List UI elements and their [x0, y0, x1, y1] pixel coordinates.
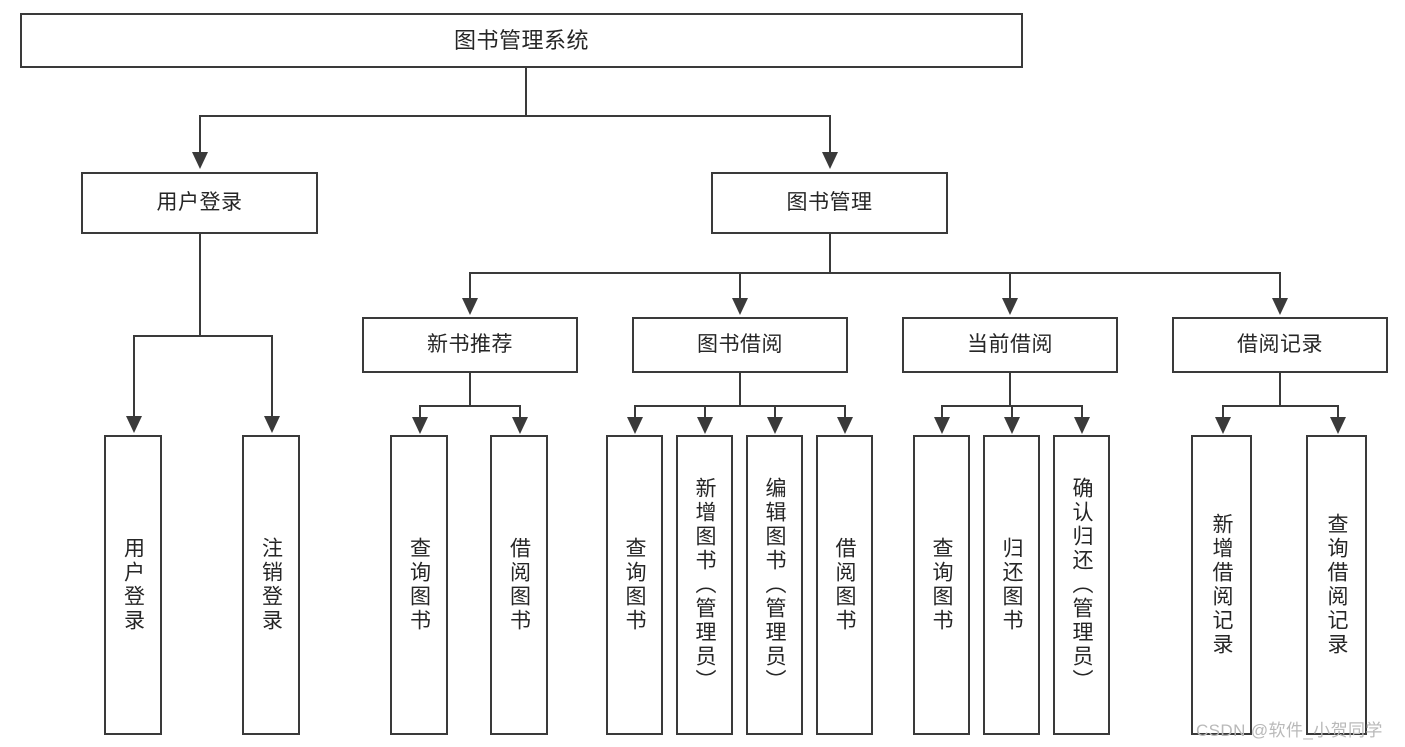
connector-root-drop-1: [199, 115, 201, 155]
arrowhead-bookborrow-4: [837, 417, 853, 434]
node-root-system[interactable]: 图书管理系统: [20, 13, 1023, 68]
node-label: 借阅记录: [1237, 332, 1323, 356]
connector-userlogin-stem: [199, 234, 201, 335]
connector-userlogin-bus: [133, 335, 273, 337]
connector-newbook-bus: [419, 405, 520, 407]
node-user-login[interactable]: 用户登录: [81, 172, 318, 234]
connector-currentborrow-drop-3: [1081, 405, 1083, 419]
connector-bookborrow-drop-1: [634, 405, 636, 419]
connector-bookmgmt-bus: [469, 272, 1280, 274]
node-label: 注销登录: [259, 537, 283, 633]
arrowhead-userlogin-2: [264, 416, 280, 433]
node-label: 新增借阅记录: [1210, 513, 1233, 657]
arrowhead-newbook-1: [412, 417, 428, 434]
leaf-logout[interactable]: 注销登录: [242, 435, 300, 735]
node-label: 归还图书: [1000, 537, 1023, 633]
arrowhead-newbook-2: [512, 417, 528, 434]
node-label: 查询图书: [407, 537, 431, 633]
connector-root-stem: [525, 68, 527, 115]
arrowhead-currentborrow-2: [1004, 417, 1020, 434]
connector-bookmgmt-drop-2: [739, 272, 741, 300]
connector-newbook-drop-2: [519, 405, 521, 419]
leaf-query-book-current[interactable]: 查询图书: [913, 435, 970, 735]
connector-root-drop-2: [829, 115, 831, 155]
node-label: 查询图书: [930, 537, 953, 633]
connector-currentborrow-drop-2: [1011, 405, 1013, 419]
node-label: 用户登录: [121, 537, 145, 633]
connector-bookborrow-drop-2: [704, 405, 706, 419]
leaf-borrow-book[interactable]: 借阅图书: [816, 435, 873, 735]
leaf-query-borrow-record[interactable]: 查询借阅记录: [1306, 435, 1367, 735]
node-label: 查询图书: [623, 537, 646, 633]
connector-currentborrow-stem: [1009, 373, 1011, 405]
arrowhead-bookborrow-2: [697, 417, 713, 434]
node-book-borrow[interactable]: 图书借阅: [632, 317, 848, 373]
leaf-query-book-recommend[interactable]: 查询图书: [390, 435, 448, 735]
connector-bookmgmt-drop-1: [469, 272, 471, 300]
arrowhead-bookmgmt-3: [1002, 298, 1018, 315]
leaf-add-borrow-record[interactable]: 新增借阅记录: [1191, 435, 1252, 735]
connector-newbook-stem: [469, 373, 471, 405]
node-label: 查询借阅记录: [1325, 513, 1348, 657]
node-label: 图书管理: [786, 190, 873, 214]
arrowhead-bookborrow-1: [627, 417, 643, 434]
node-new-book-recommend[interactable]: 新书推荐: [362, 317, 578, 373]
connector-bookmgmt-drop-3: [1009, 272, 1011, 300]
arrowhead-bookmgmt-1: [462, 298, 478, 315]
connector-borrowrecord-bus: [1222, 405, 1337, 407]
connector-bookborrow-bus: [634, 405, 845, 407]
node-book-management[interactable]: 图书管理: [711, 172, 948, 234]
connector-borrowrecord-drop-1: [1222, 405, 1224, 419]
connector-bookborrow-stem: [739, 373, 741, 405]
connector-bookmgmt-stem: [829, 234, 831, 272]
leaf-borrow-book-recommend[interactable]: 借阅图书: [490, 435, 548, 735]
node-label: 确认归还（管理员）: [1070, 477, 1093, 693]
arrowhead-bookmgmt-4: [1272, 298, 1288, 315]
node-current-borrow[interactable]: 当前借阅: [902, 317, 1118, 373]
leaf-query-book[interactable]: 查询图书: [606, 435, 663, 735]
connector-bookmgmt-drop-4: [1279, 272, 1281, 300]
node-label: 图书管理系统: [453, 27, 589, 53]
arrowhead-borrowrecord-1: [1215, 417, 1231, 434]
node-label: 借阅图书: [833, 537, 856, 633]
node-label: 用户登录: [156, 190, 243, 214]
node-borrow-record[interactable]: 借阅记录: [1172, 317, 1388, 373]
connector-currentborrow-drop-1: [941, 405, 943, 419]
connector-borrowrecord-drop-2: [1337, 405, 1339, 419]
arrowhead-borrowrecord-2: [1330, 417, 1346, 434]
connector-root-bus: [199, 115, 829, 117]
arrowhead-bookborrow-3: [767, 417, 783, 434]
node-label: 新书推荐: [427, 332, 513, 356]
leaf-add-book-admin[interactable]: 新增图书（管理员）: [676, 435, 733, 735]
connector-borrowrecord-stem: [1279, 373, 1281, 405]
leaf-return-book[interactable]: 归还图书: [983, 435, 1040, 735]
arrowhead-root-1: [192, 152, 208, 169]
leaf-edit-book-admin[interactable]: 编辑图书（管理员）: [746, 435, 803, 735]
arrowhead-bookmgmt-2: [732, 298, 748, 315]
node-label: 新增图书（管理员）: [693, 477, 716, 693]
connector-userlogin-drop-1: [133, 335, 135, 418]
arrowhead-currentborrow-3: [1074, 417, 1090, 434]
leaf-user-login[interactable]: 用户登录: [104, 435, 162, 735]
arrowhead-userlogin-1: [126, 416, 142, 433]
node-label: 当前借阅: [967, 332, 1053, 356]
arrowhead-root-2: [822, 152, 838, 169]
leaf-confirm-return-admin[interactable]: 确认归还（管理员）: [1053, 435, 1110, 735]
node-label: 图书借阅: [697, 332, 783, 356]
connector-newbook-drop-1: [419, 405, 421, 419]
connector-userlogin-drop-2: [271, 335, 273, 418]
node-label: 借阅图书: [507, 537, 531, 633]
node-label: 编辑图书（管理员）: [763, 477, 786, 693]
connector-bookborrow-drop-4: [844, 405, 846, 419]
connector-bookborrow-drop-3: [774, 405, 776, 419]
arrowhead-currentborrow-1: [934, 417, 950, 434]
